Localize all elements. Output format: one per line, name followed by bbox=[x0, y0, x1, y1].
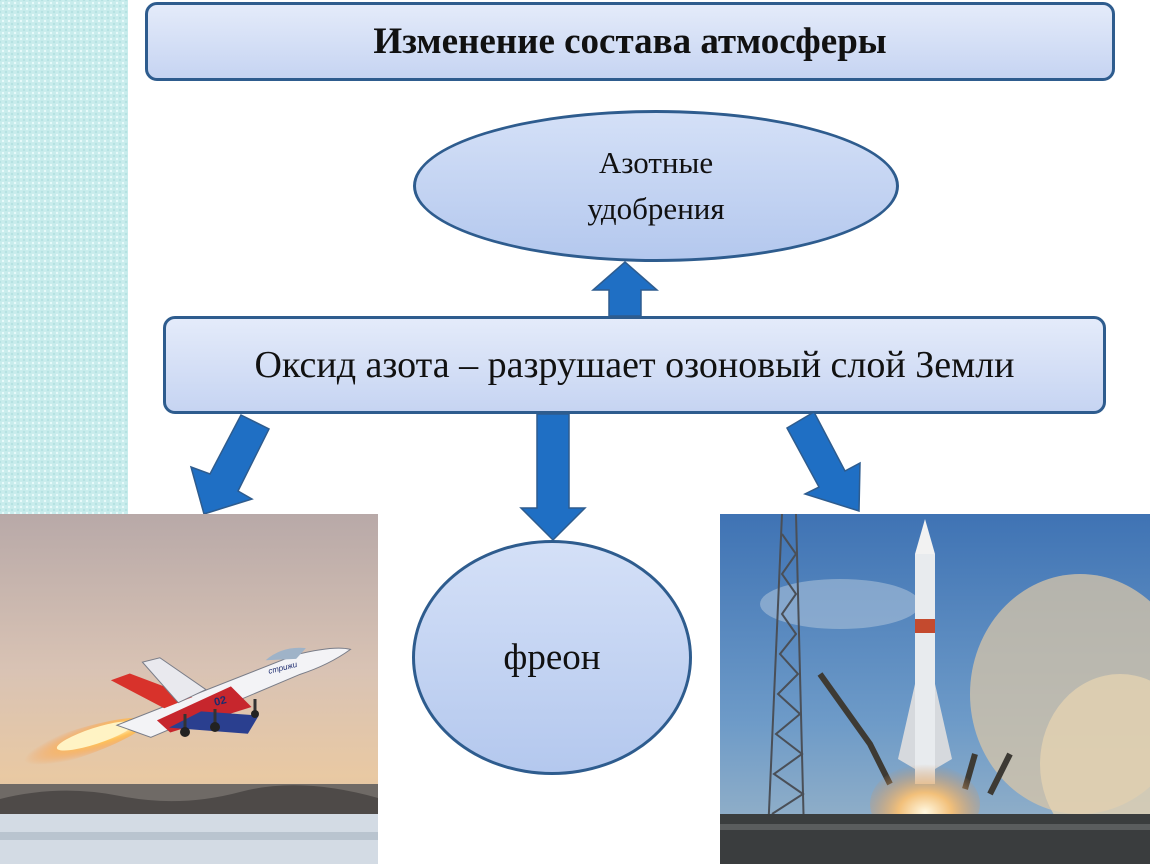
jet-number-text: 02 bbox=[213, 694, 228, 709]
rocket-launch-image bbox=[720, 514, 1150, 864]
arrow-down-icon bbox=[519, 413, 587, 542]
main-statement: Оксид азота – разрушает озоновый слой Зе… bbox=[163, 316, 1106, 414]
node-nitrogen-fertilizers-line2: удобрения bbox=[587, 191, 725, 226]
decorative-side-pattern bbox=[0, 0, 128, 520]
node-nitrogen-fertilizers: Азотные удобрения bbox=[413, 110, 899, 262]
arrow-down-left-icon bbox=[189, 414, 271, 515]
node-nitrogen-fertilizers-line1: Азотные bbox=[598, 144, 714, 180]
arrow-up-icon bbox=[591, 261, 659, 317]
jet-aircraft-image: 02 стрижи bbox=[0, 514, 378, 864]
arrow-down-right-icon bbox=[785, 410, 861, 513]
node-freon: фреон bbox=[412, 540, 692, 775]
page-title: Изменение состава атмосферы bbox=[145, 2, 1115, 81]
